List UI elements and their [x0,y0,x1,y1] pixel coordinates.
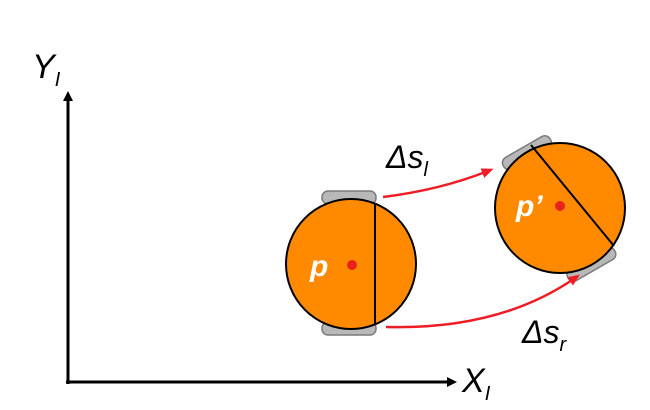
robot-end-label: p’ [515,190,543,223]
robot-start-label: p [309,250,328,283]
robot-start: p [285,190,417,336]
right-wheel-displacement-arrow [385,274,580,329]
robot-center-dot [347,260,357,270]
right-displacement-label: Δsr [521,314,567,356]
robot-axle [530,144,615,247]
robot-center-dot [555,201,565,211]
robot-end: p’ [494,134,626,283]
x-axis-label: XI [461,362,491,405]
y-axis-subscript: I [55,69,61,91]
left-displacement-label: Δsl [385,139,428,181]
y-axis-label: YI [32,48,61,91]
left-wheel-displacement-arrow [382,168,494,199]
left-displacement-subscript: l [423,159,428,181]
coordinate-axes [63,91,457,387]
x-axis-subscript: I [485,383,491,405]
right-displacement-subscript: r [559,334,567,356]
